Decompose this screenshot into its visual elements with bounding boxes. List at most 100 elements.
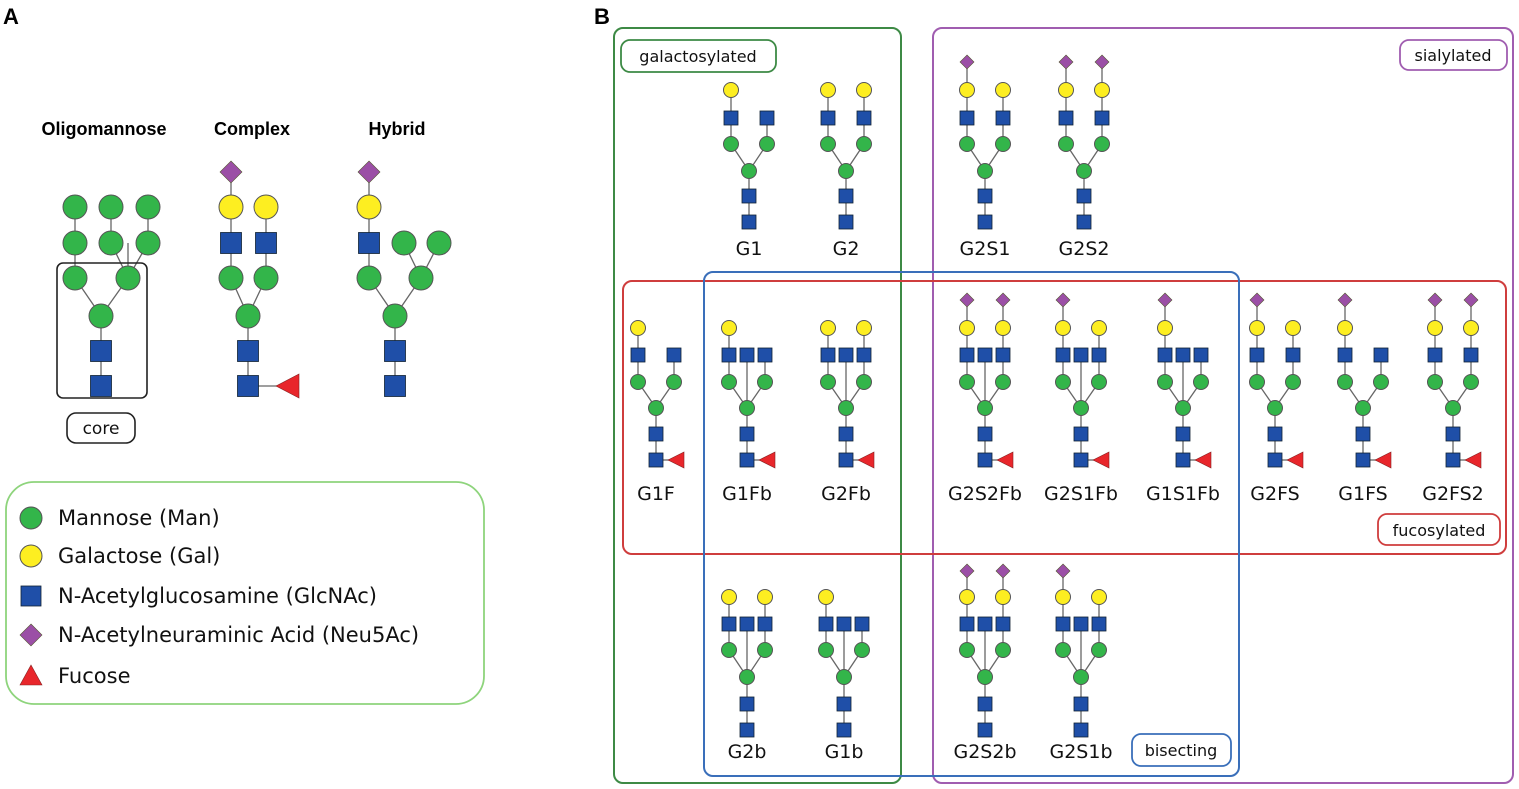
neu5ac-diamond xyxy=(1055,292,1071,308)
neu5ac-diamond xyxy=(1427,292,1443,308)
fucose-triangle xyxy=(1286,451,1304,469)
glycan-label: G2S2b xyxy=(953,741,1016,763)
fucose-triangle xyxy=(996,451,1014,469)
glycan-g2s1: G2S1 xyxy=(959,54,1011,260)
galactose-circle xyxy=(818,589,834,605)
mannose-circle xyxy=(820,136,836,152)
glcnac-square xyxy=(757,616,773,632)
legend-label: Fucose xyxy=(58,664,131,688)
glcnac-square xyxy=(384,375,406,397)
glcnac-square xyxy=(818,616,834,632)
glcnac-square xyxy=(977,722,993,738)
glcnac-square xyxy=(759,110,775,126)
mannose-circle xyxy=(723,136,739,152)
glycan-label: G2S2 xyxy=(1059,238,1110,260)
legend: Mannose (Man)Galactose (Gal)N-Acetylgluc… xyxy=(19,506,419,688)
mannose-circle xyxy=(235,303,261,329)
mannose-circle xyxy=(1091,642,1107,658)
glycan-g2s2fb: G2S2Fb xyxy=(948,292,1022,505)
glycan-g2s2: G2S2 xyxy=(1058,54,1110,260)
glcnac-square xyxy=(995,110,1011,126)
glcnac-square xyxy=(959,347,975,363)
glycan-label: G1Fb xyxy=(722,483,772,505)
neu5ac-diamond xyxy=(357,160,381,184)
fucose-triangle xyxy=(275,373,300,399)
glcnac-square xyxy=(1073,452,1089,468)
mannose-circle xyxy=(977,669,993,685)
glcnac-square xyxy=(1076,214,1092,230)
glycan-g1s1fb: G1S1Fb xyxy=(1146,292,1220,505)
panel-a-structures xyxy=(62,160,452,399)
panel-a-letter: A xyxy=(3,4,19,29)
glcnac-square xyxy=(237,375,259,397)
mannose-circle xyxy=(995,374,1011,390)
glycan-g1f: G1F xyxy=(630,320,685,505)
mannose-circle xyxy=(838,400,854,416)
neu5ac-diamond xyxy=(1058,54,1074,70)
galactose-circle xyxy=(856,82,872,98)
fucose-triangle xyxy=(667,451,685,469)
glcnac-square xyxy=(358,232,380,254)
mannose-circle xyxy=(62,194,88,220)
bisecting-label: bisecting xyxy=(1145,741,1218,760)
galactose-circle xyxy=(630,320,646,336)
mannose-circle xyxy=(356,265,382,291)
galactose-circle xyxy=(218,194,244,220)
glcnac-square xyxy=(854,616,870,632)
glcnac-square xyxy=(1094,110,1110,126)
glcnac-square xyxy=(757,347,773,363)
galactose-circle xyxy=(820,82,836,98)
glycan-label: G2Fb xyxy=(821,483,871,505)
fucose-triangle xyxy=(758,451,776,469)
fucosylated-box xyxy=(622,280,1507,555)
bisecting-glcnac-square xyxy=(1073,347,1089,363)
glycan-label: G2S1Fb xyxy=(1044,483,1118,505)
mannose-circle xyxy=(1355,400,1371,416)
glcnac-square xyxy=(384,340,406,362)
glcnac-square xyxy=(741,214,757,230)
glcnac-square xyxy=(741,188,757,204)
glcnac-square xyxy=(90,375,112,397)
glcnac-square xyxy=(721,347,737,363)
neu5ac-diamond xyxy=(959,292,975,308)
glycan-g2fs: G2FS xyxy=(1249,292,1304,505)
glcnac-square xyxy=(1175,426,1191,442)
glcnac-square xyxy=(666,347,682,363)
complex-title: Complex xyxy=(214,119,290,139)
glcnac-legend-icon xyxy=(20,585,42,607)
glcnac-square xyxy=(838,452,854,468)
mannose-circle xyxy=(759,136,775,152)
glcnac-square xyxy=(1373,347,1389,363)
glycan-label: G2b xyxy=(728,741,767,763)
glcnac-square xyxy=(1055,616,1071,632)
mannose-circle xyxy=(1157,374,1173,390)
galactose-circle xyxy=(959,82,975,98)
mannose-circle xyxy=(959,374,975,390)
bisecting-glcnac-square xyxy=(836,616,852,632)
fucose-triangle xyxy=(1374,451,1392,469)
bisecting-glcnac-square xyxy=(1073,616,1089,632)
galactose-circle xyxy=(1249,320,1265,336)
mannose-circle xyxy=(1073,400,1089,416)
glcnac-square xyxy=(995,347,1011,363)
hybrid-title: Hybrid xyxy=(368,119,425,139)
glcnac-square xyxy=(1445,452,1461,468)
galactose-circle xyxy=(1337,320,1353,336)
bisecting-glcnac-square xyxy=(739,616,755,632)
glcnac-square xyxy=(739,426,755,442)
neu5ac-diamond xyxy=(1463,292,1479,308)
mannose-circle xyxy=(630,374,646,390)
mannose-circle xyxy=(1337,374,1353,390)
glcnac-square xyxy=(255,232,277,254)
galactose-circle xyxy=(1055,589,1071,605)
legend-label: Galactose (Gal) xyxy=(58,544,220,568)
galactose-circle xyxy=(1091,320,1107,336)
neu5ac-diamond xyxy=(995,563,1011,579)
hybrid-structure xyxy=(356,160,452,397)
galactose-circle xyxy=(820,320,836,336)
mannose-circle xyxy=(757,374,773,390)
mannose-circle xyxy=(1373,374,1389,390)
glcnac-square xyxy=(1058,110,1074,126)
mannose-circle xyxy=(838,163,854,179)
mannose-circle xyxy=(741,163,757,179)
